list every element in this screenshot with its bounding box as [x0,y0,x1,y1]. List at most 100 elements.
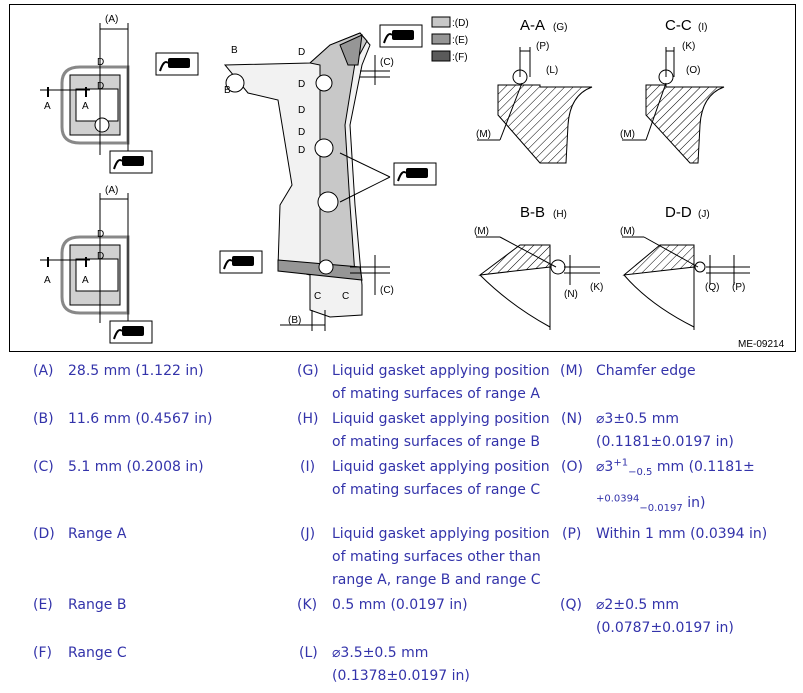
callout-p: (P) [536,41,549,52]
legend-key: (D) [33,526,55,542]
legend-key: (H) [297,411,319,427]
section-aa-ref: (G) [553,22,567,33]
case-center-outline [223,32,371,318]
callout-a-lower: (A) [105,185,118,196]
legend-key: (L) [299,645,318,661]
legend-value: of mating surfaces of range C [332,482,541,498]
detail-lower-left [40,193,130,323]
shade-legend-f: :(F) [452,52,468,63]
callout-d: D [97,229,104,240]
legend-value: 11.6 mm (0.4567 in) [68,411,213,427]
o-tail: in) [682,495,706,511]
section-bb-profile [476,236,600,330]
callout-letter-a: A [44,275,51,286]
legend-key: (P) [562,526,582,542]
legend-key: (A) [33,363,54,379]
legend-value: Chamfer edge [596,363,696,379]
legend-value: ⌀2±0.5 mm [596,597,680,613]
legend-value: of mating surfaces of range B [332,434,540,450]
callout-letter-b: B [224,85,231,96]
section-aa-title: A-A [520,17,545,34]
legend-key: (O) [561,459,583,475]
liquid-gasket-tube-icon [219,250,263,274]
legend-value: Liquid gasket applying position [332,363,550,379]
legend-value: ⌀3.5±0.5 mm [332,645,429,661]
callout-letter-a: A [82,275,89,286]
liquid-gasket-tube-icon [109,320,153,344]
callout-d: D [97,81,104,92]
liquid-gasket-tube-icon [379,24,423,48]
liquid-gasket-tube-icon [393,162,437,186]
legend-value: 0.5 mm (0.0197 in) [332,597,468,613]
legend-key: (J) [300,526,316,542]
section-dd-ref: (J) [698,209,710,220]
callout-letter-c: C [314,291,321,302]
legend-value: Within 1 mm (0.0394 in) [596,526,768,542]
shade-legend-d: :(D) [452,18,469,29]
callout-b: (B) [288,315,301,326]
diagram-figure: (A) D D A A (A) D D A A [9,4,796,352]
callout-d: D [298,79,305,90]
gasket-diagram: (A) D D A A (A) D D A A [40,14,785,350]
callout-a-upper: (A) [105,14,118,25]
callout-l: (L) [546,65,558,76]
legend-value: (0.0787±0.0197 in) [596,620,734,636]
callout-o: (O) [686,65,700,76]
callout-n: (N) [564,289,578,300]
legend-key: (I) [300,459,316,475]
legend-value: range A, range B and range C [332,572,541,588]
section-dd-title: D-D [665,204,692,221]
callout-k: (K) [590,282,603,293]
legend-value: of mating surfaces of range A [332,386,540,402]
legend-value-o-line1: ⌀3+1−0.5 mm (0.1181± [596,456,755,479]
legend-key: (C) [33,459,54,475]
legend-value: (0.1378±0.0197 in) [332,668,470,684]
legend-value: (0.1181±0.0197 in) [596,434,734,450]
legend-value: 5.1 mm (0.2008 in) [68,459,204,475]
callout-d: D [298,47,305,58]
legend-key: (N) [561,411,583,427]
callout-d: D [97,251,104,262]
o-sub: −0.5 [628,466,653,478]
liquid-gasket-tube-icon [155,52,199,76]
o-sup: +1 [613,457,629,469]
shade-legend [431,16,451,62]
figure-id: ME-09214 [738,339,785,350]
legend-key: (F) [33,645,52,661]
o-rest: mm (0.1181± [652,459,755,475]
callout-m: (M) [620,226,635,237]
callout-letter-a: A [82,101,89,112]
legend-value: Liquid gasket applying position [332,526,550,542]
detail-upper-left [40,23,130,155]
callout-letter-b: B [231,45,238,56]
callout-letter-c: C [342,291,349,302]
legend-value: 28.5 mm (1.122 in) [68,363,204,379]
legend-value: of mating surfaces other than [332,549,541,565]
callout-c-upper: (C) [380,57,394,68]
legend-key: (G) [297,363,319,379]
legend-value: Range A [68,526,127,542]
callout-c-lower: (C) [380,285,394,296]
callout-m: (M) [474,226,489,237]
callout-letter-a: A [44,101,51,112]
o-base: ⌀3 [596,459,614,475]
legend-key: (M) [560,363,584,379]
legend-value: Liquid gasket applying position [332,459,550,475]
legend-value: Range B [68,597,127,613]
legend-value: ⌀3±0.5 mm [596,411,680,427]
callout-m: (M) [476,129,491,140]
callout-d: D [97,57,104,68]
callout-d: D [298,145,305,156]
callout-p: (P) [732,282,745,293]
section-bb-ref: (H) [553,209,567,220]
o-sub2: −0.0197 [639,502,683,514]
legend-key: (E) [33,597,53,613]
callout-d: D [298,127,305,138]
callout-q: (Q) [705,282,719,293]
legend-key: (B) [33,411,54,427]
liquid-gasket-tube-icon [109,150,153,174]
callout-k: (K) [682,41,695,52]
legend-key: (Q) [560,597,582,613]
section-bb-title: B-B [520,204,545,221]
